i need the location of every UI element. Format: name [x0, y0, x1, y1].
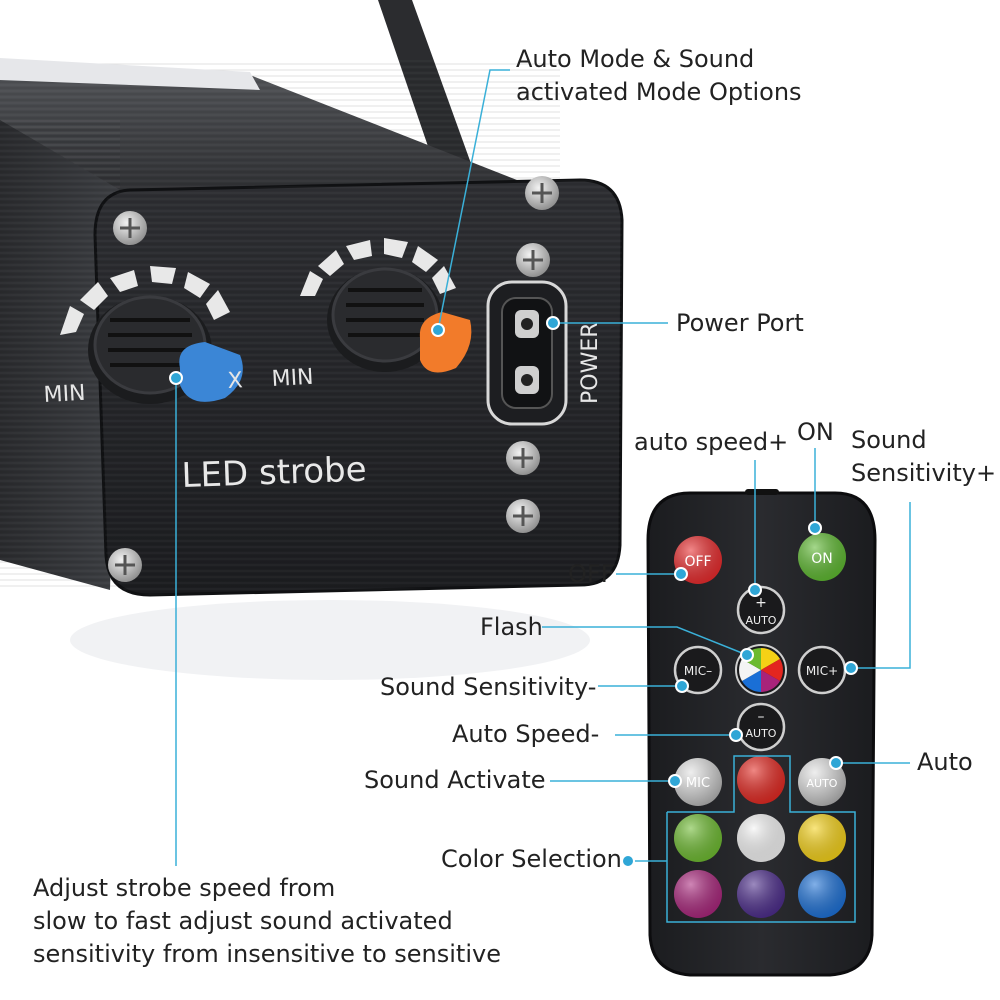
- callout-leaders: [175, 69, 911, 923]
- color-wheel-icon: [739, 648, 783, 692]
- callout-auto-speed-minus: Auto Speed-: [452, 720, 600, 748]
- remote-mic-plus-button[interactable]: MIC+: [797, 645, 847, 695]
- speed-dial-scale: [60, 266, 230, 335]
- minus-icon: –: [758, 709, 765, 725]
- color-selection-grid: [674, 814, 846, 918]
- callout-auto-speed-plus: auto speed+: [634, 428, 789, 456]
- remote-auto-button[interactable]: AUTO: [798, 758, 846, 806]
- screw-icon: [108, 548, 142, 582]
- knob-left-min-label: MIN: [43, 381, 86, 408]
- callout-sound-sensitivity-minus: Sound Sensitivity-: [380, 673, 597, 701]
- svg-text:AUTO: AUTO: [746, 727, 777, 740]
- screw-icon: [516, 243, 550, 277]
- remote-auto-speed-plus-button[interactable]: + AUTO: [736, 585, 786, 635]
- callout-flash: Flash: [480, 613, 543, 641]
- callout-off: OFF: [568, 560, 615, 588]
- remote-white-button[interactable]: [737, 814, 785, 862]
- svg-text:MIC–: MIC–: [684, 664, 712, 678]
- plus-icon: +: [755, 595, 767, 611]
- knob-left-max-label: X: [227, 368, 243, 394]
- remote-magenta-button[interactable]: [674, 870, 722, 918]
- callout-auto: Auto: [917, 748, 973, 776]
- screw-icon: [113, 211, 147, 245]
- blue-knob-cap: [179, 342, 243, 402]
- svg-text:MIC: MIC: [686, 776, 710, 791]
- callout-on: ON: [797, 418, 834, 446]
- sound-dial-scale: [300, 238, 456, 296]
- remote-red-button[interactable]: [737, 756, 785, 804]
- remote-on-button[interactable]: ON: [798, 533, 846, 581]
- remote-flash-button[interactable]: [735, 644, 787, 696]
- svg-text:OFF: OFF: [684, 554, 711, 570]
- callout-sound-sensitivity-plus: Sound Sensitivity+: [851, 426, 997, 487]
- strobe-device: MIN X MIN POWER LED strobe: [0, 0, 624, 680]
- floor-reflection: [70, 600, 590, 680]
- callout-sound-activate: Sound Activate: [364, 766, 546, 794]
- remote-auto-speed-minus-button[interactable]: – AUTO: [736, 702, 786, 752]
- device-label: LED strobe: [181, 450, 367, 496]
- remote-green-button[interactable]: [674, 814, 722, 862]
- remote-yellow-button[interactable]: [798, 814, 846, 862]
- remote-control: OFF ON + AUTO MIC–: [646, 489, 877, 977]
- remote-blue-button[interactable]: [798, 870, 846, 918]
- strobe-speed-knob[interactable]: [88, 295, 243, 404]
- screw-icon: [506, 499, 540, 533]
- callout-strobe-speed: Adjust strobe speed from slow to fast ad…: [33, 874, 501, 968]
- svg-text:ON: ON: [811, 551, 833, 567]
- knob-right-min-label: MIN: [271, 365, 314, 392]
- svg-text:AUTO: AUTO: [807, 777, 838, 790]
- power-port[interactable]: [486, 280, 568, 426]
- svg-text:AUTO: AUTO: [746, 614, 777, 627]
- callout-power-port: Power Port: [676, 309, 804, 337]
- callout-color-selection: Color Selection: [441, 845, 622, 873]
- remote-purple-button[interactable]: [737, 870, 785, 918]
- svg-text:MIC+: MIC+: [806, 664, 838, 678]
- remote-mic-button[interactable]: MIC: [674, 758, 722, 806]
- power-label: POWER: [578, 322, 603, 404]
- screw-icon: [525, 176, 559, 210]
- top-edge-highlight: [0, 58, 260, 90]
- callout-dots: [169, 316, 858, 868]
- screw-icon: [506, 441, 540, 475]
- callout-auto-mode: Auto Mode & Sound activated Mode Options: [516, 45, 802, 106]
